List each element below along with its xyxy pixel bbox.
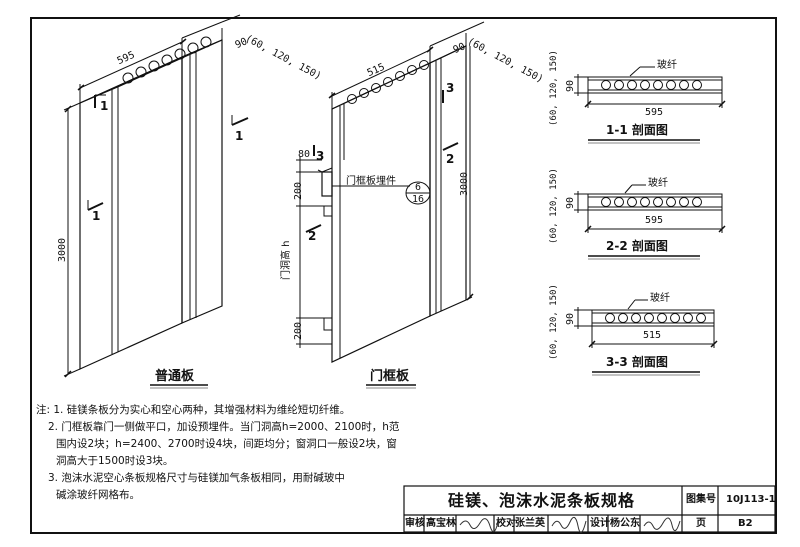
sec1-width: 595 <box>645 107 664 118</box>
designer-signature <box>643 517 681 532</box>
note-2c: 洞高大于1500时设3块。 <box>56 455 174 467</box>
plain-panel-holes <box>122 36 212 84</box>
door-section-mark-2-right: 2 <box>446 152 455 166</box>
note-2b: 围内设2块；h=2400、2700时设4块，间距均分；窗洞口一般设2块，窗 <box>56 438 397 450</box>
door-panel-drawing <box>296 21 485 363</box>
review-label: 审核 <box>405 518 425 529</box>
plain-panel-title: 普通板 <box>155 369 195 384</box>
sec3-title: 3-3 剖面图 <box>606 355 668 369</box>
sec1-title: 1-1 剖面图 <box>606 123 668 137</box>
atlas-label: 图集号 <box>686 494 716 505</box>
embed-ref-den: 16 <box>412 194 425 205</box>
embed-ref-num: 6 <box>415 182 422 193</box>
designer-name: 杨公东 <box>610 518 640 529</box>
page-number: B2 <box>738 518 753 529</box>
design-label: 设计 <box>590 518 610 529</box>
sec3-fiber-label: 玻纤 <box>650 293 670 304</box>
sec2-width: 595 <box>645 215 664 226</box>
door-section-mark-3-top: 3 <box>446 81 455 95</box>
reviewer-name: 高宝林 <box>426 518 456 529</box>
plain-section-mark-top: 1 <box>100 99 109 113</box>
sec2-title: 2-2 剖面图 <box>606 239 668 253</box>
drawing-frame <box>30 17 777 534</box>
door-section-mark-2-left: 2 <box>308 229 317 243</box>
plain-section-mark-left: 1 <box>92 209 101 223</box>
door-80-dim: 80 <box>298 149 311 160</box>
note-1: 注: 1. 硅镁条板分为实心和空心两种，其增强材料为维纶短切纤维。 <box>36 404 351 416</box>
door-panel-holes <box>347 60 429 104</box>
section-3-drawing <box>574 299 718 376</box>
embed-label: 门框板埋件 <box>346 176 396 187</box>
checker-name: 张兰英 <box>515 518 545 529</box>
section-1-drawing <box>574 66 726 144</box>
sec3-width: 515 <box>643 330 662 341</box>
door-section-mark-3-left: 3 <box>316 149 325 163</box>
checker-signature <box>551 516 587 533</box>
note-2a: 2. 门框板靠门一侧做平口，加设预埋件。当门洞高h=2000、2100时，h范 <box>48 421 400 433</box>
atlas-number: 10J113-1 <box>726 494 776 505</box>
reviewer-signature <box>459 518 499 533</box>
plain-panel-drawing <box>63 14 249 378</box>
page-label: 页 <box>696 518 706 529</box>
sec2-fiber-label: 玻纤 <box>648 178 668 189</box>
note-3a: 3. 泡沫水泥空心条板规格尺寸与硅镁加气条板相同，用耐碱玻中 <box>48 472 345 484</box>
sec1-fiber-label: 玻纤 <box>657 60 677 71</box>
door-panel-title: 门框板 <box>370 369 410 384</box>
title-block-grid <box>403 485 776 533</box>
check-label: 校对 <box>496 518 516 529</box>
drawing-title: 硅镁、泡沫水泥条板规格 <box>448 491 636 510</box>
plain-section-mark-right: 1 <box>235 129 244 143</box>
section-2-drawing <box>574 184 726 260</box>
note-3b: 碱涂玻纤网格布。 <box>56 489 140 501</box>
